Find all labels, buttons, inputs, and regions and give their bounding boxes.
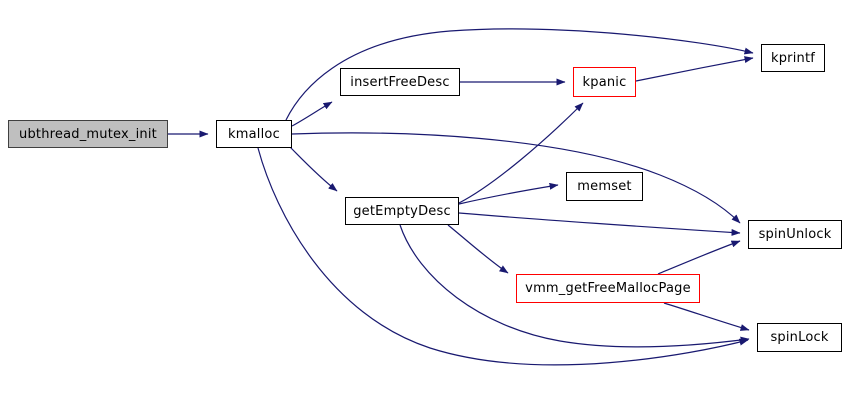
graph-node-spinUnlock[interactable]: spinUnlock	[748, 220, 842, 249]
graph-node-label: spinLock	[770, 330, 829, 345]
graph-edge	[663, 302, 750, 331]
graph-edge	[458, 102, 584, 204]
graph-edge	[257, 147, 749, 366]
graph-node-label: insertFreeDesc	[350, 74, 450, 90]
graph-edge	[458, 212, 741, 236]
graph-node-kprintf[interactable]: kprintf	[761, 44, 825, 72]
graph-node-label: kmalloc	[228, 126, 280, 142]
graph-edges	[168, 28, 754, 366]
graph-node-memset[interactable]: memset	[566, 172, 643, 201]
graph-edge	[289, 146, 338, 192]
graph-edge	[291, 101, 333, 127]
graph-node-kpanic[interactable]: kpanic	[573, 67, 636, 97]
graph-node-label: spinUnlock	[758, 227, 832, 242]
graph-node-getEmptyDesc[interactable]: getEmptyDesc	[345, 197, 459, 225]
graph-node-spinLock[interactable]: spinLock	[757, 323, 842, 352]
graph-edge	[657, 240, 741, 275]
graph-edge	[635, 56, 754, 82]
graph-node-insertFreeDesc[interactable]: insertFreeDesc	[340, 68, 460, 96]
graph-node-label: kpanic	[582, 74, 627, 90]
graph-edge	[447, 224, 509, 274]
graph-node-vmm_getFreeMallocPage[interactable]: vmm_getFreeMallocPage	[516, 274, 700, 303]
graph-node-kmalloc[interactable]: kmalloc	[216, 120, 292, 148]
graph-node-label: kprintf	[770, 50, 816, 66]
graph-node-label: getEmptyDesc	[353, 203, 451, 219]
graph-node-label: ubthread_mutex_init	[19, 126, 157, 142]
graph-node-label: memset	[577, 179, 632, 194]
graph-edge	[458, 182, 559, 205]
graph-node-ubthread_mutex_init[interactable]: ubthread_mutex_init	[8, 120, 168, 148]
graph-node-label: vmm_getFreeMallocPage	[525, 281, 691, 296]
